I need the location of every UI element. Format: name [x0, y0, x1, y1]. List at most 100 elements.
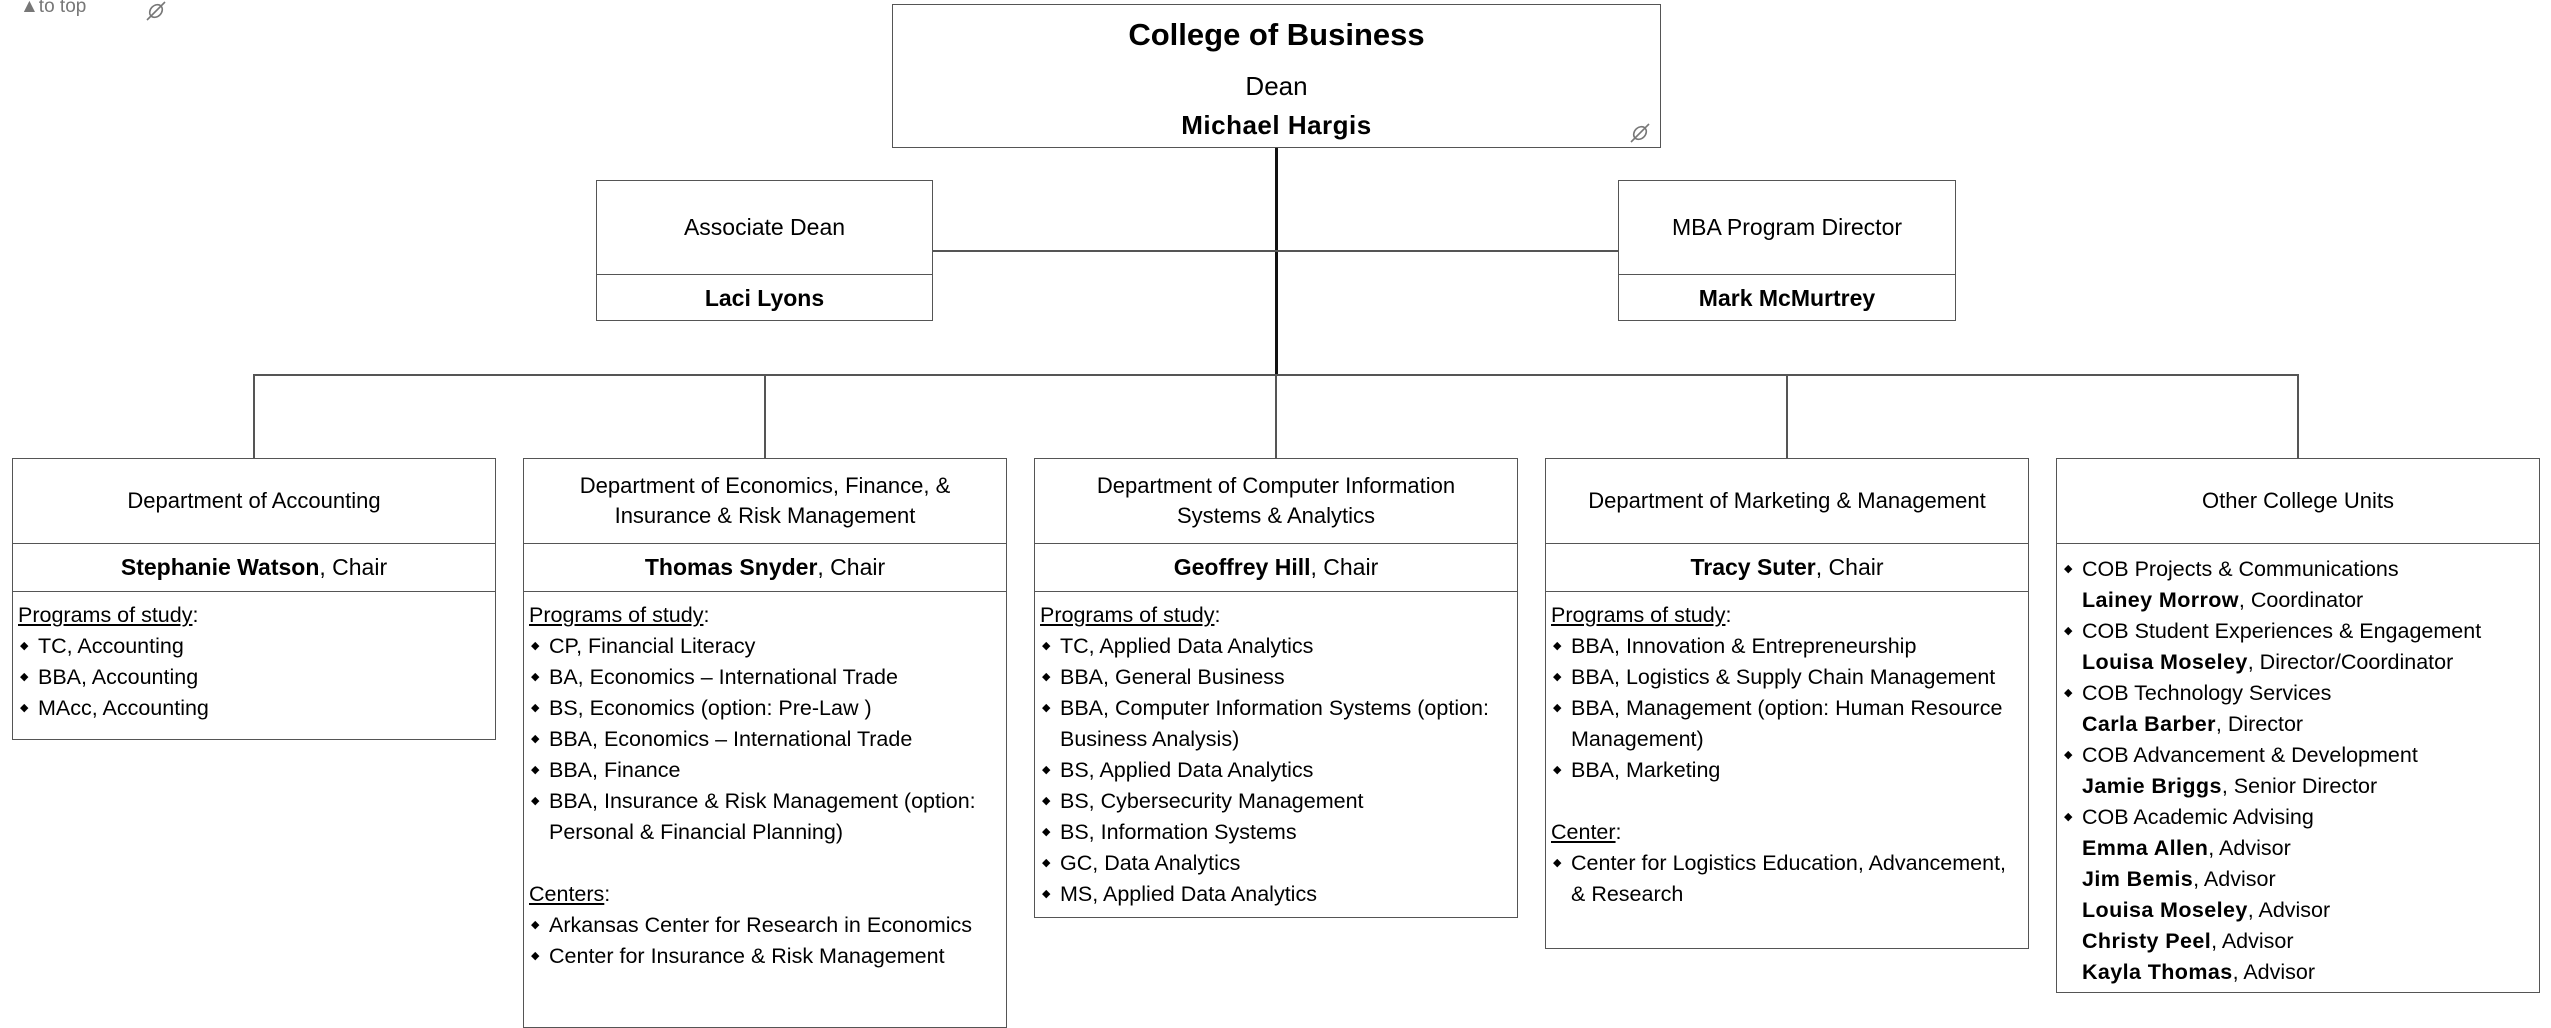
program-item: BBA, Economics – International Trade [529, 724, 1000, 755]
chair-suffix: , Chair [817, 554, 886, 580]
program-item: MAcc, Accounting [18, 693, 489, 724]
person-name: Lainey Morrow [2082, 588, 2239, 612]
person-name: Jamie Briggs [2082, 774, 2222, 798]
staff-name: Laci Lyons [704, 284, 825, 311]
program-item: BS, Cybersecurity Management [1040, 786, 1511, 817]
dean-name: Michael Hargis [1181, 110, 1372, 140]
other-units-box: Other College Units COB Projects & Commu… [2056, 458, 2540, 993]
associate-dean-box: Associate Dean Laci Lyons [596, 180, 933, 321]
department-economics-box: Department of Economics, Finance, & Insu… [523, 458, 1007, 1028]
unit-person: Jamie Briggs, Senior Director [2062, 771, 2533, 802]
unit-person: Carla Barber, Director [2062, 709, 2533, 740]
department-body: Programs of study: BBA, Innovation & Ent… [1546, 592, 2028, 918]
department-chair: Geoffrey Hill, Chair [1035, 544, 1517, 592]
centers-list: Arkansas Center for Research in Economic… [529, 910, 1000, 972]
programs-heading: Programs of study: [18, 603, 199, 627]
program-item: BA, Economics – International Trade [529, 662, 1000, 693]
unit-person: Louisa Moseley, Advisor [2062, 895, 2533, 926]
program-item: BS, Information Systems [1040, 817, 1511, 848]
department-name: Department of Marketing & Management [1546, 459, 2028, 544]
chair-name: Stephanie Watson [120, 554, 320, 580]
staff-role: Associate Dean [597, 181, 932, 275]
other-units-body: COB Projects & Communications Lainey Mor… [2057, 544, 2539, 996]
program-item: BBA, Marketing [1551, 755, 2022, 786]
person-role: , Advisor [2193, 867, 2276, 891]
person-role: , Director/Coordinator [2247, 650, 2454, 674]
program-item: GC, Data Analytics [1040, 848, 1511, 879]
unit-person: Emma Allen, Advisor [2062, 833, 2533, 864]
unit-person: Christy Peel, Advisor [2062, 926, 2533, 957]
person-role: , Coordinator [2238, 588, 2364, 612]
chair-suffix: , Chair [319, 554, 388, 580]
unit-person: Kayla Thomas, Advisor [2062, 957, 2533, 988]
department-chair: Tracy Suter, Chair [1546, 544, 2028, 592]
department-chair: Thomas Snyder, Chair [524, 544, 1006, 592]
staff-name: Mark McMurtrey [1698, 284, 1876, 311]
program-item: BBA, Finance [529, 755, 1000, 786]
person-name: Louisa Moseley [2082, 650, 2248, 674]
program-item: BBA, Accounting [18, 662, 489, 693]
connector-other-units [2297, 374, 2299, 458]
person-name: Kayla Thomas [2082, 960, 2233, 984]
program-item: BBA, Insurance & Risk Management (option… [529, 786, 1000, 848]
department-name: Department of Economics, Finance, & Insu… [524, 459, 1006, 544]
person-name: Jim Bemis [2082, 867, 2194, 891]
department-cis-box: Department of Computer Information Syste… [1034, 458, 1518, 918]
person-name: Emma Allen [2082, 836, 2209, 860]
center-item: Center for Insurance & Risk Management [529, 941, 1000, 972]
programs-label: Programs of study [1040, 603, 1215, 627]
department-body: Programs of study: TC, Applied Data Anal… [1035, 592, 1517, 918]
department-body: Programs of study: TC, Accounting BBA, A… [13, 592, 495, 732]
programs-list: BBA, Innovation & Entrepreneurship BBA, … [1551, 631, 2022, 786]
chair-name: Thomas Snyder [644, 554, 818, 580]
program-item: CP, Financial Literacy [529, 631, 1000, 662]
center-item: Arkansas Center for Research in Economic… [529, 910, 1000, 941]
department-name: Department of Computer Information Syste… [1035, 459, 1517, 544]
program-item: TC, Accounting [18, 631, 489, 662]
unit-list: COB Student Experiences & Engagement [2062, 616, 2533, 647]
unit-item: COB Projects & Communications [2062, 554, 2533, 585]
unlink-icon[interactable] [1628, 121, 1652, 145]
unit-person: Lainey Morrow, Coordinator [2062, 585, 2533, 616]
to-top-link[interactable]: ▲to top [20, 0, 87, 17]
programs-list: TC, Accounting BBA, Accounting MAcc, Acc… [18, 631, 489, 724]
unit-list: COB Academic Advising [2062, 802, 2533, 833]
program-item: BBA, Innovation & Entrepreneurship [1551, 631, 2022, 662]
centers-label: Centers [529, 882, 605, 906]
connector-economics [764, 374, 766, 458]
program-item: MS, Applied Data Analytics [1040, 879, 1511, 910]
connector-staff-bar [932, 250, 1618, 252]
program-item: BBA, General Business [1040, 662, 1511, 693]
program-item: BS, Applied Data Analytics [1040, 755, 1511, 786]
unit-list: COB Technology Services [2062, 678, 2533, 709]
person-name: Carla Barber [2082, 712, 2216, 736]
program-item: TC, Applied Data Analytics [1040, 631, 1511, 662]
center-item: Center for Logistics Education, Advancem… [1551, 848, 2022, 910]
centers-heading: Centers: [529, 882, 611, 906]
department-body: Programs of study: CP, Financial Literac… [524, 592, 1006, 980]
unit-item: COB Technology Services [2062, 678, 2533, 709]
chair-suffix: , Chair [1310, 554, 1379, 580]
programs-heading: Programs of study: [529, 603, 710, 627]
unit-list: COB Advancement & Development [2062, 740, 2533, 771]
connector-cis [1275, 374, 1277, 458]
section-gap [529, 848, 1000, 879]
person-role: , Senior Director [2221, 774, 2378, 798]
chair-name: Tracy Suter [1690, 554, 1816, 580]
other-units-title: Other College Units [2057, 459, 2539, 544]
programs-label: Programs of study [18, 603, 193, 627]
connector-accounting [253, 374, 255, 458]
programs-heading: Programs of study: [1551, 603, 1732, 627]
person-role: , Advisor [2247, 898, 2331, 922]
unlink-icon[interactable] [144, 0, 168, 23]
programs-list: CP, Financial Literacy BA, Economics – I… [529, 631, 1000, 848]
section-gap [1551, 786, 2022, 817]
unit-item: COB Academic Advising [2062, 802, 2533, 833]
unit-item: COB Student Experiences & Engagement [2062, 616, 2533, 647]
program-item: BBA, Management (option: Human Resource … [1551, 693, 2022, 755]
person-name: Christy Peel [2082, 929, 2212, 953]
unit-list: COB Projects & Communications [2062, 554, 2533, 585]
programs-list: TC, Applied Data Analytics BBA, General … [1040, 631, 1511, 910]
department-name: Department of Accounting [13, 459, 495, 544]
unit-person: Jim Bemis, Advisor [2062, 864, 2533, 895]
